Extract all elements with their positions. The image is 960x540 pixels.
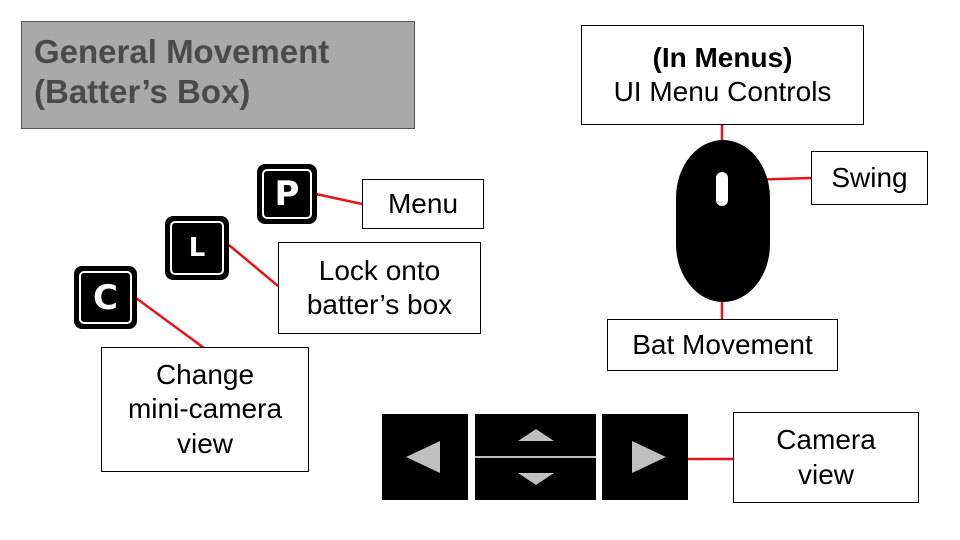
right-arrow-glyph-icon — [632, 441, 666, 473]
up-down-arrow-key-icon — [475, 414, 596, 500]
swing-label: Swing — [811, 151, 928, 205]
diagram-title: General Movement (Batter’s Box) — [21, 21, 415, 129]
mouse-scroll-wheel-icon — [716, 172, 728, 206]
c-key-letter: C — [93, 277, 118, 318]
ui-menu-controls-text: UI Menu Controls — [613, 76, 832, 107]
p-key-letter: P — [274, 174, 300, 214]
in-menus-label: (In Menus) — [652, 41, 793, 73]
c-key-icon: C — [74, 266, 137, 329]
lock-onto-label: Lock onto batter’s box — [278, 242, 481, 334]
l-key-letter: L — [188, 233, 206, 263]
ui-menu-controls-label: (In Menus) UI Menu Controls — [581, 25, 864, 125]
camera-view-label: Camera view — [733, 412, 919, 503]
left-arrow-key-icon — [382, 414, 468, 500]
connector-c-change — [135, 296, 205, 350]
change-camera-label: Change mini-camera view — [101, 347, 309, 472]
menu-label: Menu — [362, 179, 484, 229]
left-arrow-glyph-icon — [406, 441, 440, 473]
connector-l-lock — [228, 244, 279, 287]
l-key-icon: L — [165, 216, 229, 280]
bat-movement-label: Bat Movement — [607, 319, 838, 371]
up-down-arrow-glyph-icon — [475, 429, 596, 485]
connector-p-menu — [315, 192, 363, 206]
right-arrow-key-icon — [602, 414, 688, 500]
p-key-icon: P — [257, 164, 317, 224]
mouse-icon — [676, 140, 770, 302]
